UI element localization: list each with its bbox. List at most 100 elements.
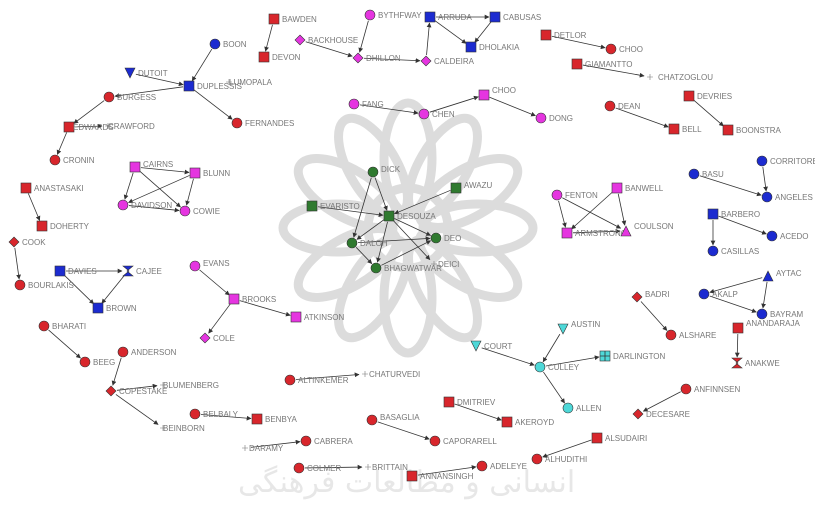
node-austin[interactable]: AUSTIN <box>557 320 601 335</box>
node-marker[interactable] <box>762 270 774 282</box>
node-marker[interactable] <box>420 55 432 67</box>
node-colmer[interactable]: COLMER <box>293 462 341 474</box>
node-marker[interactable] <box>183 80 195 92</box>
node-marker[interactable] <box>346 237 358 249</box>
node-marker[interactable] <box>620 225 632 237</box>
node-marker[interactable] <box>251 413 263 425</box>
node-marker[interactable] <box>698 288 710 300</box>
node-marker[interactable] <box>443 396 455 408</box>
node-boon[interactable]: BOON <box>209 38 247 50</box>
node-marker[interactable] <box>680 383 692 395</box>
node-belbaly[interactable]: BELBALY <box>189 408 239 420</box>
node-marker[interactable] <box>38 320 50 332</box>
node-marker[interactable] <box>306 200 318 212</box>
node-marker[interactable] <box>551 189 563 201</box>
node-marker[interactable] <box>199 332 211 344</box>
node-lumopala[interactable]: LUMOPALA <box>226 78 273 87</box>
node-marker[interactable] <box>501 416 513 428</box>
node-cajee[interactable]: CAJEE <box>122 265 162 277</box>
node-marker[interactable] <box>732 322 744 334</box>
node-marker[interactable] <box>688 168 700 180</box>
node-marker[interactable] <box>632 408 644 420</box>
node-marker[interactable] <box>756 155 768 167</box>
node-marker[interactable] <box>124 67 136 79</box>
node-crawford[interactable]: CRAWFORD <box>105 122 155 131</box>
node-dick[interactable]: DICK <box>367 165 401 178</box>
node-akalp[interactable]: AKALP <box>698 288 738 300</box>
node-caldeira[interactable]: CALDEIRA <box>420 55 475 67</box>
node-corritore[interactable]: CORRITORE <box>756 155 815 167</box>
node-marker[interactable] <box>370 262 382 274</box>
node-marker[interactable] <box>465 41 477 53</box>
node-marker[interactable] <box>189 167 201 179</box>
node-basaglia[interactable]: BASAGLIA <box>366 413 420 426</box>
node-bell[interactable]: BELL <box>668 123 702 135</box>
node-marker[interactable] <box>300 435 312 447</box>
node-choo[interactable]: CHOO <box>478 86 516 101</box>
node-doherty[interactable]: DOHERTY <box>36 220 90 232</box>
node-marker[interactable] <box>766 230 778 242</box>
node-marker[interactable] <box>761 191 773 203</box>
node-brooks[interactable]: BROOKS <box>228 293 276 305</box>
node-bourlakis[interactable]: BOURLAKIS <box>14 279 74 291</box>
node-marker[interactable] <box>348 98 360 110</box>
node-barbero[interactable]: BARBERO <box>707 208 760 220</box>
node-marker[interactable] <box>79 356 91 368</box>
node-marker[interactable] <box>540 29 552 41</box>
node-fang[interactable]: FANG <box>348 98 384 110</box>
node-marker[interactable] <box>668 123 680 135</box>
node-beinborn[interactable]: BEINBORN <box>160 424 205 433</box>
node-blumenberg[interactable]: BLUMENBERG <box>160 381 219 390</box>
node-choo2[interactable]: CHOO <box>605 43 643 55</box>
node-cook[interactable]: COOK <box>8 236 46 248</box>
node-marker[interactable] <box>478 89 490 101</box>
node-marker[interactable] <box>63 121 75 133</box>
node-marker[interactable] <box>722 124 734 136</box>
node-marker[interactable] <box>571 58 583 70</box>
node-basu[interactable]: BASU <box>688 168 724 180</box>
node-beeg[interactable]: BEEG <box>79 356 115 368</box>
node-marker[interactable] <box>14 279 26 291</box>
node-burgess[interactable]: BURGESS <box>103 91 156 103</box>
node-annansingh[interactable]: ANNANSINGH <box>406 470 474 482</box>
node-marker[interactable] <box>294 34 306 46</box>
node-desouza[interactable]: DESOUZA <box>383 210 436 222</box>
node-marker[interactable] <box>429 435 441 447</box>
node-bythfway[interactable]: BYTHFWAY <box>364 9 422 21</box>
node-marker[interactable] <box>367 166 379 178</box>
node-backhouse[interactable]: BACKHOUSE <box>294 34 358 46</box>
node-marker[interactable] <box>756 308 768 320</box>
node-marker[interactable] <box>49 154 61 166</box>
node-brown[interactable]: BROWN <box>92 302 137 314</box>
node-marker[interactable] <box>20 182 32 194</box>
node-marker[interactable] <box>406 470 418 482</box>
node-chen[interactable]: CHEN <box>418 108 455 120</box>
node-edwards[interactable]: EDWARDS <box>63 121 114 133</box>
node-anastasaki[interactable]: ANASTASAKI <box>20 182 84 194</box>
node-cronin[interactable]: CRONIN <box>49 154 95 166</box>
node-benbya[interactable]: BENBYA <box>251 413 298 425</box>
node-davies[interactable]: DAVIES <box>54 265 97 277</box>
node-marker[interactable] <box>92 302 104 314</box>
node-dholakia[interactable]: DHOLAKIA <box>465 41 520 53</box>
node-marker[interactable] <box>535 112 547 124</box>
node-giamantto[interactable]: GIAMANTTO <box>571 58 632 70</box>
node-adeleye[interactable]: ADELEYE <box>476 460 527 472</box>
node-marker[interactable] <box>476 460 488 472</box>
node-marker[interactable] <box>366 414 378 426</box>
node-marker[interactable] <box>557 323 569 335</box>
node-atkinson[interactable]: ATKINSON <box>290 311 345 323</box>
node-daramy[interactable]: DARAMY <box>242 444 284 453</box>
node-arruda[interactable]: ARRUDA <box>424 11 472 23</box>
node-bawden[interactable]: BAWDEN <box>268 13 317 25</box>
node-marker[interactable] <box>591 432 603 444</box>
node-marker[interactable] <box>450 182 462 194</box>
node-marker[interactable] <box>531 453 543 465</box>
node-marker[interactable] <box>8 236 20 248</box>
node-devon[interactable]: DEVON <box>258 51 301 63</box>
node-coulson[interactable]: COULSON <box>620 222 674 237</box>
node-altinkemer[interactable]: ALTINKEMER <box>284 374 349 386</box>
node-dutoit[interactable]: DUTOIT <box>124 67 168 79</box>
node-marker[interactable] <box>117 346 129 358</box>
node-boonstra[interactable]: BOONSTRA <box>722 124 782 136</box>
